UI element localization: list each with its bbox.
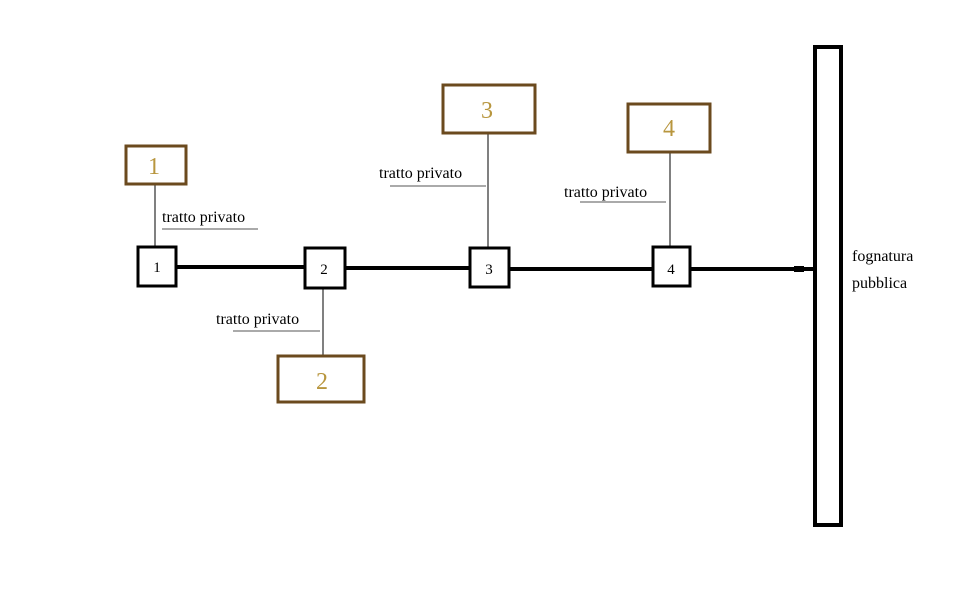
public-sewer [813, 45, 843, 527]
node-label-4: 4 [667, 262, 675, 278]
sewer-junction-marker [794, 266, 804, 272]
building-box-1: 1 [124, 144, 188, 186]
building-label-1: 1 [148, 154, 160, 180]
node-box-1: 1 [136, 245, 178, 288]
node-label-1: 1 [153, 260, 161, 276]
private-stretch-label-4: tratto privato [564, 184, 647, 201]
building-label-3: 3 [481, 98, 493, 124]
public-sewer-label-line2: pubblica [852, 275, 907, 292]
label-underlines [162, 185, 666, 332]
building-box-4: 4 [626, 102, 712, 154]
node-box-3: 3 [468, 246, 511, 289]
node-box-4: 4 [651, 245, 692, 288]
building-box-2: 2 [276, 354, 366, 404]
public-sewer-label-line1: fognatura [852, 248, 913, 265]
building-label-2: 2 [316, 369, 328, 395]
private-stretch-label-3: tratto privato [379, 165, 462, 182]
node-label-3: 3 [485, 262, 493, 278]
building-label-4: 4 [663, 116, 675, 142]
private-stretch-label-1: tratto privato [162, 209, 245, 226]
node-label-2: 2 [320, 262, 328, 278]
private-stretch-label-2: tratto privato [216, 311, 299, 328]
private-branches [154, 133, 671, 356]
building-box-3: 3 [441, 83, 537, 135]
node-box-2: 2 [303, 246, 347, 290]
